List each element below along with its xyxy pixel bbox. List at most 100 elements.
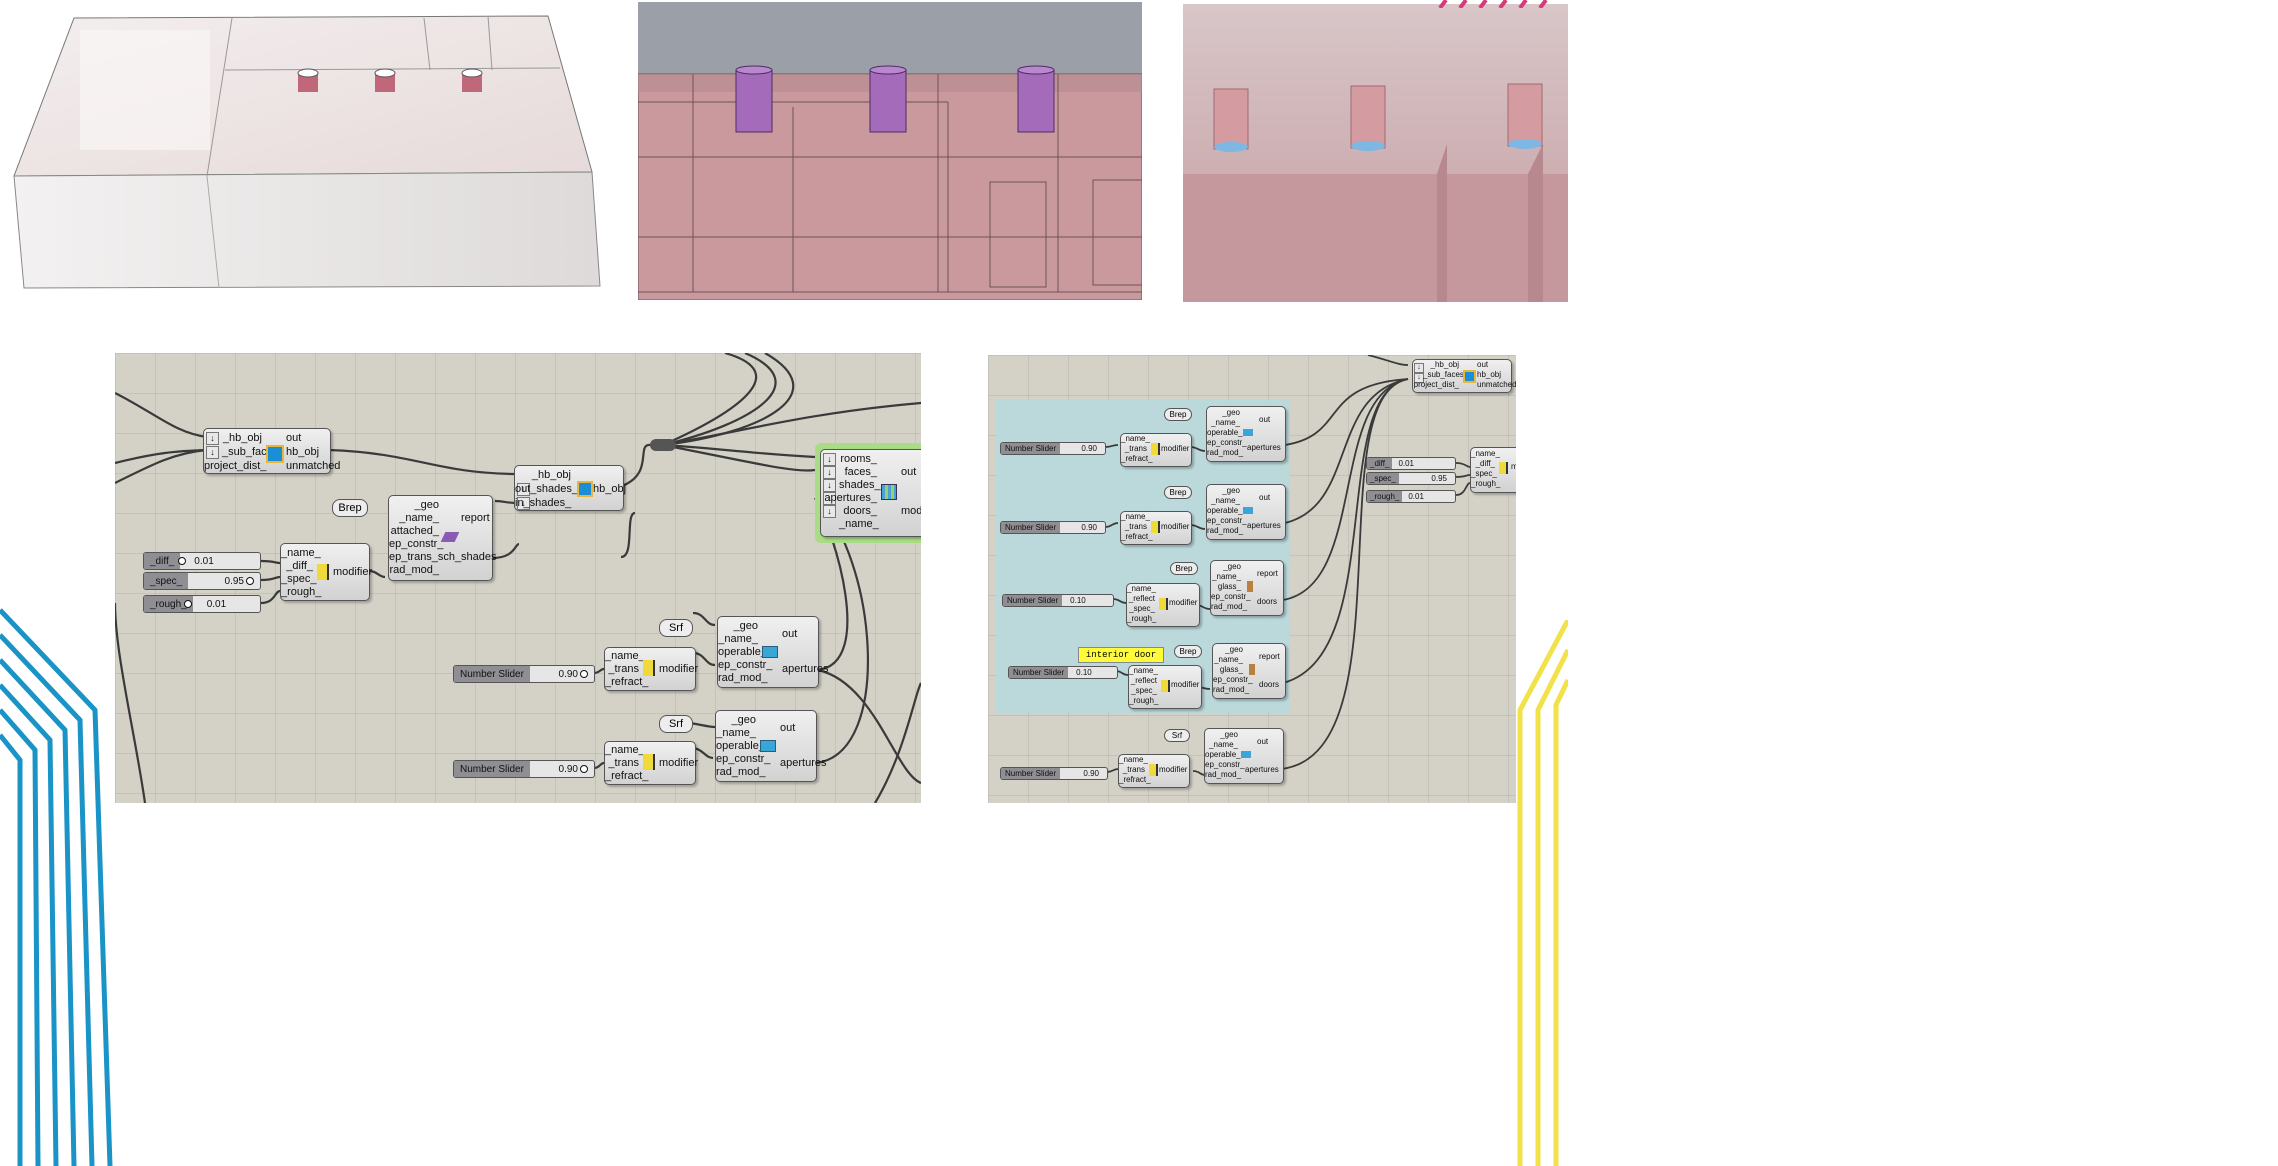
mirror-modifier-component[interactable]: _name_ _reflect _spec_ _rough_ modifier — [1128, 665, 1202, 709]
trans-number-slider[interactable]: Number Slider 0.90 — [453, 665, 595, 683]
pin-operable: operable_ — [716, 740, 765, 752]
trans-modifier-component[interactable]: _name_ _trans _refract_ modifier — [604, 741, 698, 785]
brep-parameter[interactable]: Brep — [1174, 645, 1202, 658]
slider-knob-icon[interactable] — [580, 765, 588, 773]
interior-door-panel[interactable]: interior door — [1078, 647, 1164, 663]
pin-ep-constr: ep_constr_ — [718, 659, 773, 671]
trans-number-slider[interactable]: Number Slider 0.90 — [453, 760, 595, 778]
diff-slider[interactable]: _diff_ 0.01 — [143, 552, 261, 570]
srf-parameter[interactable]: Srf — [659, 619, 693, 637]
slider-knob-icon[interactable] — [184, 600, 192, 608]
pin-rad-mod: rad_mod_ — [1207, 526, 1244, 535]
trans-modifier-component[interactable]: _name_ _trans _refract_ modifier — [1120, 511, 1192, 545]
aperture-component[interactable]: _geo _name_ operable_ ep_constr_ rad_mod… — [1206, 484, 1286, 540]
reflect-number-slider[interactable]: Number Slider 0.10 — [1008, 666, 1118, 679]
pin-out: out — [286, 432, 302, 444]
honeybee-object-icon — [266, 445, 284, 463]
render-interior-view — [1183, 4, 1568, 302]
pin-name: _name_ — [1211, 496, 1240, 505]
aperture-component[interactable]: _geo _name_ operable_ ep_constr_ rad_mod… — [715, 710, 826, 782]
opaque-modifier-component[interactable]: _name_ _diff_ _spec_ _rough_ m — [1470, 447, 1516, 493]
render-section-view — [638, 2, 1142, 300]
pin-unmatched: unmatched — [1477, 380, 1516, 389]
trans-modifier-component[interactable]: _name_ _trans _refract_ modifier — [1120, 433, 1192, 467]
pin-rad-mod: rad_mod_ — [716, 766, 766, 778]
pin-refract: _refract_ — [605, 676, 649, 688]
pin-geo: _geo — [733, 620, 758, 632]
opaque-modifier-component[interactable]: _name_ _diff_ _spec_ _rough_ modifier — [280, 543, 372, 601]
slider-knob-icon[interactable] — [178, 557, 186, 565]
slider-label: _spec_ — [144, 573, 189, 589]
slider-label: Number Slider — [1001, 443, 1061, 454]
slider-knob-icon[interactable] — [580, 670, 588, 678]
door-component[interactable]: _geo _name_ glass_ ep_constr_ rad_mod_ r… — [1210, 560, 1284, 616]
pin-name: _name_ — [1214, 655, 1243, 664]
spec-slider[interactable]: _spec_ 0.95 — [143, 572, 261, 590]
slider-value: 0.90 — [1081, 444, 1097, 453]
honeybee-object-icon — [1463, 370, 1476, 383]
pin-trans: _trans — [608, 757, 639, 769]
reflect-number-slider[interactable]: Number Slider 0.10 — [1002, 594, 1114, 607]
pin-trans: _trans — [1124, 444, 1147, 453]
relay-node[interactable] — [650, 439, 676, 451]
slider-label: Number Slider — [1001, 522, 1061, 533]
brep-parameter[interactable]: Brep — [1164, 486, 1192, 499]
render-exterior-view — [0, 0, 605, 300]
rough-slider[interactable]: _rough_ 0.01 — [143, 595, 261, 613]
pin-out: out — [1259, 493, 1271, 502]
pin-rooms: rooms_ — [840, 453, 877, 465]
brep-parameter[interactable]: Brep — [1164, 408, 1192, 421]
spec-slider[interactable]: _spec_ 0.95 — [1366, 472, 1456, 485]
aperture-component[interactable]: _geo _name_ operable_ ep_constr_ rad_mod… — [1206, 406, 1286, 462]
aperture-icon — [1243, 507, 1253, 514]
pin-ep-trans-sch: ep_trans_sch_ — [389, 551, 462, 563]
model-component[interactable]: ↓ ↓ ↓ ↓ ↓ rooms_ faces_ shades_ aperture… — [820, 449, 921, 537]
grasshopper-canvas-right[interactable]: ↓ ↓ _hb_obj _sub_faces project_dist_ out… — [988, 355, 1516, 803]
trans-modifier-component[interactable]: _name_ _trans _refract_ modifier — [1118, 754, 1190, 788]
trans-number-slider[interactable]: Number Slider 0.90 — [1000, 521, 1106, 534]
mirror-modifier-component[interactable]: _name_ _reflect _spec_ _rough_ modifier — [1126, 583, 1200, 627]
pin-rough: _rough_ — [281, 586, 322, 598]
grasshopper-canvas-left[interactable]: ↓ ↓ _hb_obj _sub_faces project_dist_ out… — [115, 353, 921, 803]
pin-spec: _spec_ — [281, 573, 317, 585]
pin-out: out — [1477, 360, 1489, 369]
modifier-icon — [317, 564, 329, 580]
graft-arrow-icon: ↓ — [823, 452, 836, 466]
srf-parameter[interactable]: Srf — [659, 715, 693, 733]
slider-label: _diff_ — [144, 553, 181, 569]
pin-report: report — [1259, 652, 1280, 661]
pin-diff: _diff_ — [1475, 459, 1495, 468]
slider-knob-icon[interactable] — [246, 577, 254, 585]
slider-label: Number Slider — [1003, 595, 1063, 606]
add-subface-component[interactable]: ↓ ↓ _hb_obj _sub_faces project_dist_ out… — [203, 428, 340, 474]
diff-slider[interactable]: _diff_ 0.01 — [1366, 457, 1456, 470]
pin-trans: _trans — [1124, 522, 1147, 531]
brep-parameter[interactable]: Brep — [1170, 562, 1198, 575]
modifier-icon — [1499, 462, 1508, 474]
slider-value: 0.90 — [1081, 523, 1097, 532]
srf-parameter[interactable]: Srf — [1164, 729, 1190, 742]
trans-modifier-component[interactable]: _name_ _trans _refract_ modifier — [604, 647, 698, 691]
add-subface-component[interactable]: ↓ ↓ _hb_obj _sub_faces project_dist_ out… — [1412, 359, 1516, 393]
aperture-component[interactable]: _geo _name_ operable_ ep_constr_ rad_mod… — [1204, 728, 1284, 784]
section-model-drawing — [638, 65, 1142, 300]
pin-out: out — [782, 628, 798, 640]
pin-rad-mod: rad_mod_ — [1211, 602, 1248, 611]
brep-parameter[interactable]: Brep — [332, 499, 368, 517]
aperture-component[interactable]: _geo _name_ operable_ ep_constr_ rad_mod… — [717, 616, 828, 688]
pin-modifier: modifier — [1169, 598, 1198, 607]
trans-number-slider[interactable]: Number Slider 0.90 — [1000, 767, 1108, 780]
pin-name: _name_ — [1209, 740, 1238, 749]
door-component[interactable]: _geo _name_ glass_ ep_constr_ rad_mod_ r… — [1212, 643, 1286, 699]
pin-refract: _refract_ — [1121, 454, 1153, 463]
graft-arrow-icon: ↓ — [517, 496, 530, 510]
trans-number-slider[interactable]: Number Slider 0.90 — [1000, 442, 1106, 455]
graft-arrow-icon: ↓ — [206, 431, 219, 445]
slider-value: 0.10 — [1070, 596, 1086, 605]
shade-component[interactable]: _geo _name_ attached_ ep_constr_ ep_tran… — [388, 495, 496, 581]
add-shades-component[interactable]: ↓ ↓ _hb_obj out_shades_ in_shades_ hb_ob… — [514, 465, 626, 511]
pin-refract: _refract_ — [1119, 775, 1151, 784]
rough-slider[interactable]: _rough_ 0.01 — [1366, 490, 1456, 503]
graft-arrow-icon: ↓ — [823, 491, 836, 505]
exterior-model-drawing — [13, 15, 601, 289]
